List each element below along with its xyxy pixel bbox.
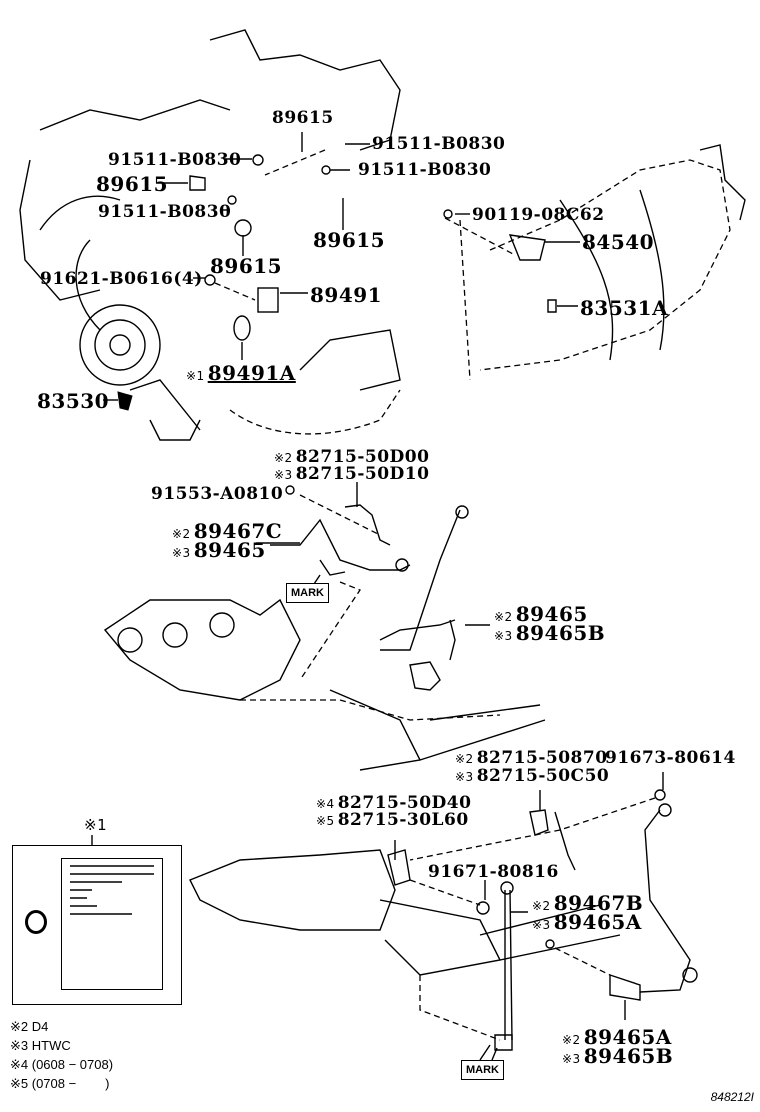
part-number: 82715-50870 [476,748,608,768]
note-marker: ※3 [274,468,293,482]
part-number: 89467C [193,519,283,543]
label-91673-80614: 91673-80614 [605,748,736,768]
note-marker: ※2 [274,451,293,465]
illustration-code: 848212I [710,1090,754,1104]
part-number: 82715-50D40 [337,793,472,813]
note-marker: ※3 [562,1052,581,1066]
part-number: 89465 [515,602,588,626]
instruction-sheet-icon [61,858,163,990]
label-89491: 89491 [310,283,383,307]
label-89615-right: 89615 [313,228,386,252]
note-marker: ※2 [532,899,551,913]
mark-box-lower: MARK [461,1060,504,1080]
label-84540: 84540 [582,230,655,254]
inset-box-gasket-kit [12,845,182,1005]
label-89615-top: 89615 [272,108,334,128]
note-marker: ※2 [455,752,474,766]
note-marker: ※2 [562,1033,581,1047]
part-number: 82715-50C50 [476,766,610,786]
gasket-ring-icon [25,910,47,934]
part-number: 82715-30L60 [337,810,469,830]
part-number: 89465 [193,538,266,562]
note-marker: ※4 [316,797,335,811]
legend-item: ※2 D4 [10,1019,49,1034]
label-91621-b0616: 91621-B0616(4) [40,269,203,289]
note-marker: ※2 [494,610,513,624]
note-marker: ※2 [172,527,191,541]
label-91511-b0830-left-1: 91511-B0830 [108,150,242,170]
legend: ※2 D4 ※3 HTWC ※4 (0608 − 0708) ※5 (0708 … [10,1017,113,1093]
front-exhaust-drawing [103,482,546,771]
rear-exhaust-drawing [91,772,698,1061]
label-91671-80816: 91671-80816 [428,862,559,882]
engine-transmission-drawing [19,29,746,441]
upper-leader-lines [103,132,580,411]
note-marker: ※3 [494,629,513,643]
label-90119-08c62: 90119-08C62 [472,205,605,225]
note-marker: ※5 [316,814,335,828]
label-89615-left: 89615 [96,172,169,196]
legend-item: ※5 (0708 − ) [10,1076,110,1091]
inset-note-marker: ※1 [84,816,108,834]
part-number: 89465A [583,1025,672,1049]
label-83530: 83530 [37,389,110,413]
part-number: 89465B [583,1044,674,1068]
label-91511-b0830-left-2: 91511-B0830 [98,202,232,222]
part-number: 89491A [207,361,296,385]
part-number: 89467B [553,891,644,915]
note-marker: ※3 [532,918,551,932]
part-number: 82715-50D00 [295,447,430,467]
part-number: 82715-50D10 [295,464,430,484]
label-91511-b0830-right-2: 91511-B0830 [358,160,492,180]
label-91553-a0810: 91553-A0810 [151,484,284,504]
part-number: 89465B [515,621,606,645]
note-marker: ※3 [455,770,474,784]
legend-item: ※4 (0608 − 0708) [10,1057,114,1072]
label-91511-b0830-top-right: 91511-B0830 [372,134,506,154]
label-89615-bottom: 89615 [210,254,283,278]
note-marker: ※3 [172,546,191,560]
legend-item: ※3 HTWC [10,1038,71,1053]
mark-box-upper: MARK [286,583,329,603]
part-number: 89465A [553,910,642,934]
label-83531a: 83531A [580,296,669,320]
note-marker: ※1 [186,369,205,383]
